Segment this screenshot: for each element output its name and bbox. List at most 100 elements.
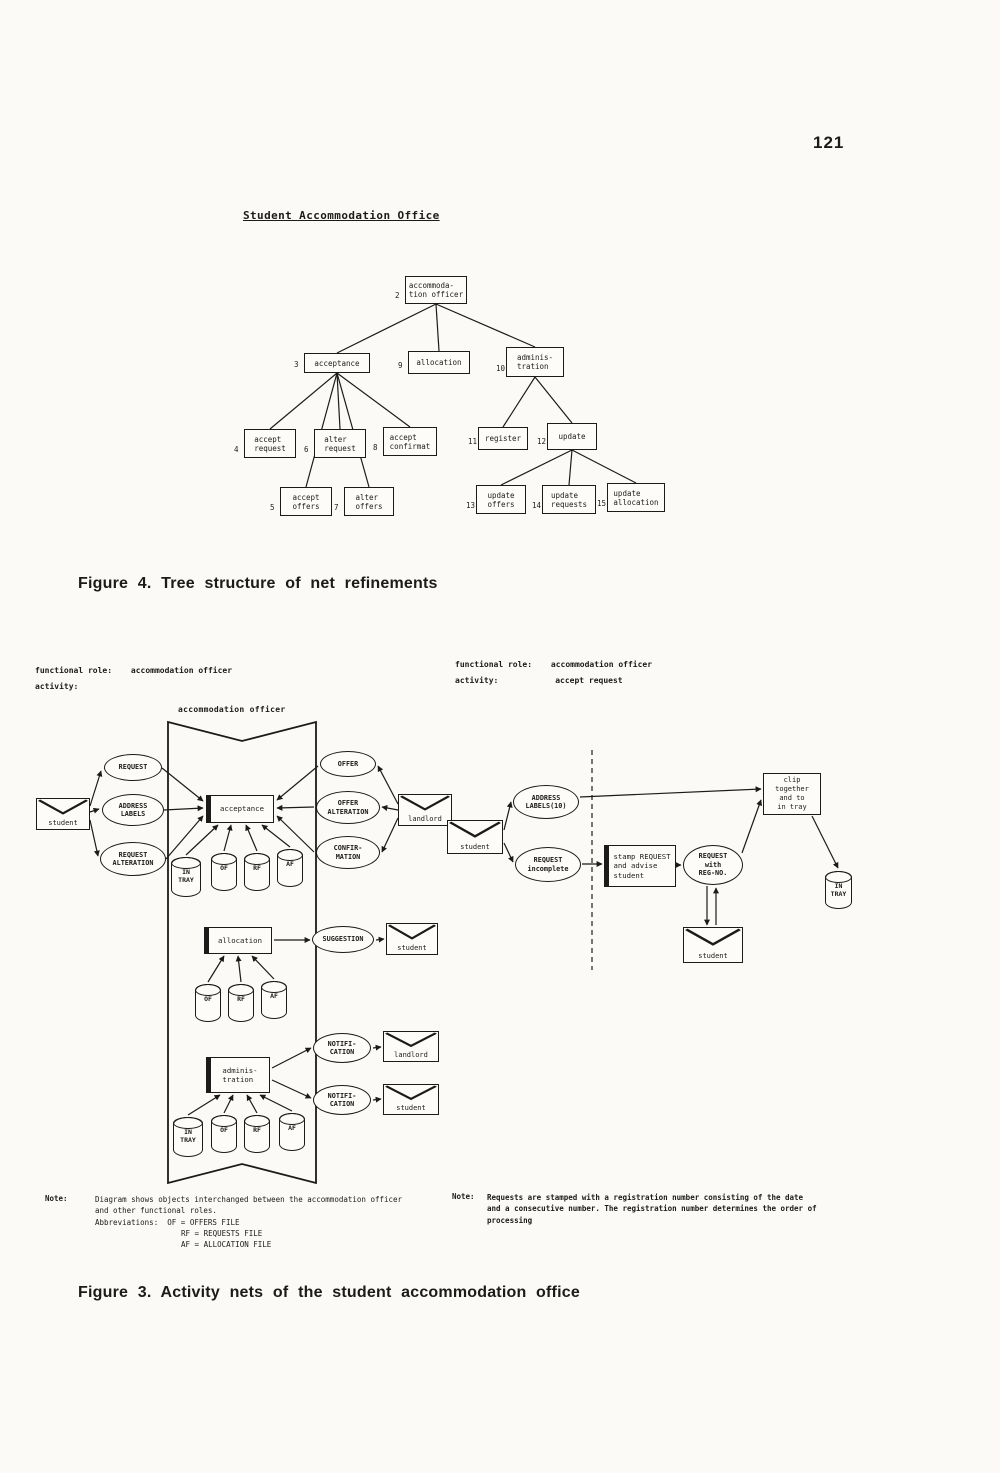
ellipse-label: SUGGESTION [322, 935, 364, 944]
tree-node-accept-confirmat: 8 accept confirmat [373, 427, 437, 456]
student-envelope: student [386, 923, 438, 955]
allocation-file-cylinder: AF [261, 981, 287, 1019]
activity-value: accept request [555, 676, 623, 685]
request-alteration-ellipse: REQUEST ALTERATION [100, 842, 166, 876]
envelope-label: student [460, 843, 490, 851]
ellipse-label: CONFIR- MATION [333, 844, 363, 861]
envelope-label: student [397, 944, 427, 952]
clip-together-box: clip together and to in tray [763, 773, 821, 815]
figure4-caption: Figure 4. Tree structure of net refineme… [78, 575, 438, 592]
abbreviations-label: Abbreviations: [95, 1217, 159, 1227]
cylinder-label: IN TRAY [178, 868, 194, 884]
tree-node-number: 6 [304, 445, 309, 454]
landlord-envelope: landlord [398, 794, 452, 826]
in-tray-cylinder: IN TRAY [825, 871, 852, 909]
page-number: 121 [813, 133, 845, 152]
offer-alteration-ellipse: OFFER ALTERATION [316, 791, 380, 824]
left-note-text: Diagram shows objects interchanged betwe… [95, 1194, 445, 1250]
left-net-activity-header: activity: [35, 682, 78, 691]
tree-node-label: accept confirmat [389, 432, 431, 451]
notification-ellipse: NOTIFI- CATION [313, 1085, 371, 1115]
administration-activity-box: adminis- tration [206, 1057, 270, 1093]
tree-node-accept-request: 4 accept request [234, 429, 296, 458]
activity-label: activity: [455, 676, 499, 685]
cylinder-label: IN TRAY [830, 882, 847, 898]
cylinder-label: OF [220, 1126, 228, 1134]
ellipse-label: REQUEST incomplete [527, 856, 569, 873]
document-heading: Student Accommodation Office [243, 209, 440, 222]
tree-node-label: accept offers [292, 492, 320, 511]
in-tray-cylinder: IN TRAY [171, 857, 201, 897]
tree-node-label: adminis- tration [516, 353, 554, 371]
ellipse-label: REQUEST with REG-NO. [698, 852, 728, 878]
stamp-request-activity-box: stamp REQUEST and advise student [604, 845, 676, 887]
allocation-file-cylinder: AF [279, 1113, 305, 1151]
tree-node-number: 11 [468, 437, 478, 446]
envelope-label: landlord [394, 1051, 428, 1059]
cylinder-label: OF [220, 864, 228, 872]
tree-node-number: 8 [373, 443, 378, 452]
offers-file-cylinder: OF [211, 853, 237, 891]
allocation-file-cylinder: AF [277, 849, 303, 887]
address-labels-10-ellipse: ADDRESS LABELS(10) [513, 785, 579, 819]
role-label: functional role: [455, 660, 533, 669]
tree-node-label: allocation [416, 358, 462, 367]
request-incomplete-ellipse: REQUEST incomplete [515, 847, 581, 882]
activity-box-label: stamp REQUEST and advise student [613, 852, 671, 880]
tree-node-accept-offers: 5 accept offers [270, 487, 332, 516]
tree-node-number: 4 [234, 445, 239, 454]
tree-node-allocation: 9 allocation [398, 351, 470, 374]
ellipse-label: NOTIFI- CATION [327, 1091, 357, 1108]
ellipse-label: OFFER ALTERATION [327, 799, 369, 816]
right-note-label: Note: [452, 1192, 475, 1201]
role-value: accommodation officer [550, 660, 653, 669]
envelope-flap-icon [385, 1032, 437, 1048]
tree-node-number: 15 [597, 499, 607, 508]
abbreviation: OF = OFFERS FILE [167, 1217, 240, 1227]
student-envelope: student [36, 798, 90, 830]
role-label: functional role: [35, 666, 113, 675]
envelope-flap-icon [387, 924, 437, 940]
address-labels-ellipse: ADDRESS LABELS [102, 794, 164, 826]
tree-node-administration: 10 adminis- tration [496, 347, 564, 377]
tree-edges [269, 303, 637, 488]
cylinder-label: RF [237, 995, 245, 1003]
tree-node-alter-request: 6 alter request [304, 429, 366, 458]
tree-node-label: accept request [254, 434, 286, 453]
role-value: accommodation officer [130, 666, 233, 675]
student-envelope: student [683, 927, 743, 963]
student-envelope: student [447, 820, 503, 854]
tree-node-update: 12 update [537, 423, 597, 450]
cylinder-label: AF [288, 1124, 296, 1132]
envelope-flap-icon [385, 1085, 437, 1101]
student-envelope: student [383, 1084, 439, 1115]
box-label: clip together and to in tray [775, 775, 809, 812]
tree-node-alter-offers: 7 alter offers [334, 487, 394, 516]
tree-node-update-requests: 14 update requests [532, 485, 596, 514]
landlord-envelope: landlord [383, 1031, 439, 1062]
tree-node-number: 2 [395, 291, 400, 300]
cylinder-label: RF [253, 1126, 261, 1134]
tree-node-acceptance: 3 acceptance [294, 353, 370, 373]
tree-node-number: 12 [537, 437, 547, 446]
tree-node-register: 11 register [468, 427, 528, 450]
activity-box-label: acceptance [220, 804, 264, 814]
tree-node-label: register [484, 434, 522, 443]
cylinder-label: OF [204, 995, 212, 1003]
tree-node-label: alter offers [355, 492, 383, 511]
tree-node-number: 14 [532, 501, 542, 510]
tree-node-label: acceptance [314, 358, 360, 368]
cylinder-label: AF [286, 860, 294, 868]
tree-node-number: 13 [466, 501, 476, 510]
request-ellipse: REQUEST [104, 754, 162, 781]
figure3-caption: Figure 3. Activity nets of the student a… [78, 1284, 580, 1301]
ellipse-label: ADDRESS LABELS(10) [525, 793, 567, 810]
requests-file-cylinder: RF [228, 984, 254, 1022]
tree-node-label: alter request [324, 434, 356, 453]
offer-ellipse: OFFER [320, 751, 376, 777]
envelope-label: landlord [408, 815, 442, 823]
tree-node-label: update allocation [613, 488, 659, 507]
tree-node-update-offers: 13 update offers [466, 485, 526, 514]
